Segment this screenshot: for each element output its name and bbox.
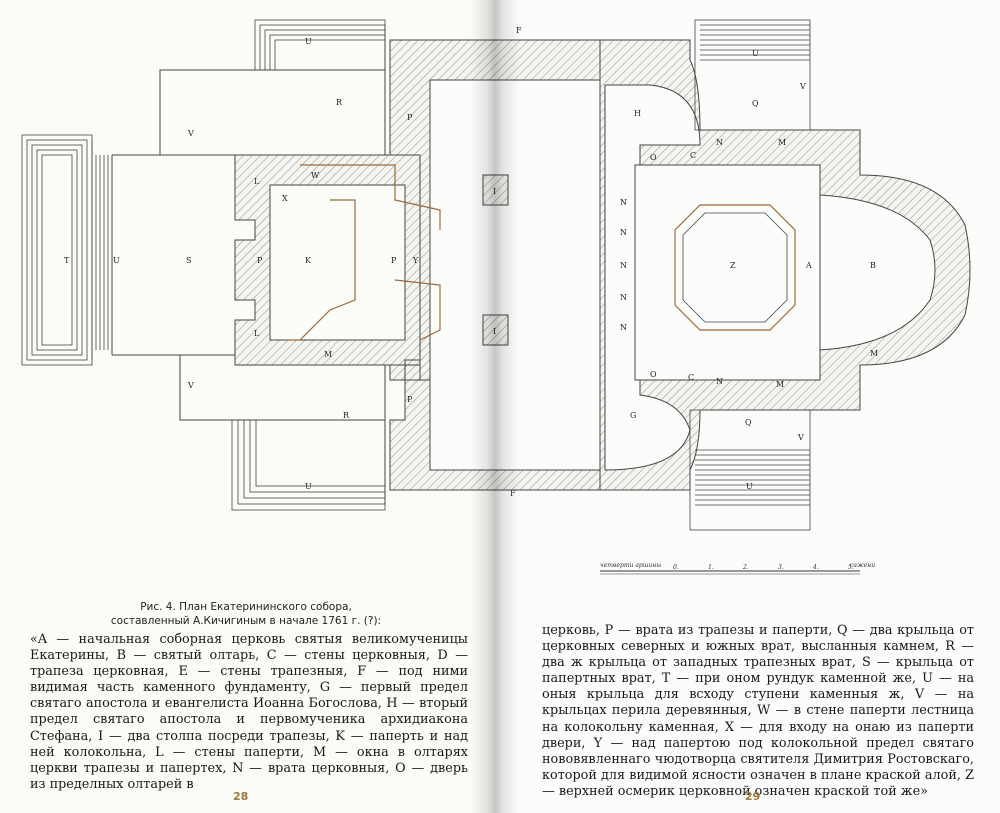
label-F-north: F: [516, 26, 522, 35]
scale-tick-0: 0.: [673, 564, 679, 571]
label-I-south: I: [493, 327, 496, 336]
label-M-south: M: [776, 380, 784, 389]
pillars: [482, 174, 509, 346]
label-N-south: N: [716, 377, 723, 386]
label-P-porch-east: Ρ: [391, 256, 397, 265]
label-W: W: [311, 171, 320, 180]
legend-text-right: церковь, Ρ — врата из трапезы и паперти,…: [542, 623, 974, 799]
scale-tick-5: 5.: [848, 564, 854, 571]
label-G: G: [630, 411, 636, 420]
label-N-north: N: [716, 138, 723, 147]
refectory-interior: [429, 79, 601, 471]
label-Y: Y: [412, 256, 419, 265]
label-U-west: U: [113, 256, 120, 265]
red-overlay-lines: [285, 164, 441, 341]
label-U-southeast: U: [746, 482, 753, 491]
label-A: A: [805, 261, 812, 270]
label-X: X: [282, 194, 288, 203]
page-number-right: 29: [745, 790, 761, 803]
label-L-north: L: [254, 177, 260, 186]
label-N-west-4: N: [620, 293, 627, 302]
steps-south: [231, 419, 386, 511]
label-Q-south: Q: [745, 418, 752, 427]
label-C-north: C: [690, 151, 696, 160]
label-N-west-3: N: [620, 261, 627, 270]
label-F-south: F: [510, 489, 516, 498]
label-O-north: O: [650, 153, 657, 162]
label-N-west-1: N: [620, 198, 627, 207]
caption-line-1: Рис. 4. План Екатерининского собора,: [140, 601, 352, 613]
scale-left-label: четверти аршины: [600, 562, 661, 569]
label-S: S: [186, 256, 191, 265]
label-V-northeast: V: [799, 82, 806, 91]
label-U-south: U: [305, 482, 312, 491]
label-B: B: [870, 261, 876, 270]
scale-bar: четверти аршины сажени 0. 1. 2. 3. 4. 5.: [600, 562, 875, 575]
label-U-northeast: U: [752, 49, 759, 58]
figure-caption: Рис. 4. План Екатерининского собора, сос…: [96, 600, 396, 628]
label-I-north: I: [493, 187, 496, 196]
label-C-south: C: [688, 373, 694, 382]
porch-outline: [111, 69, 386, 421]
label-M-porch: M: [324, 350, 332, 359]
steps-south-east: [689, 409, 811, 531]
steps-north-east: [694, 19, 811, 131]
label-K: K: [305, 256, 312, 265]
cathedral-floor-plan: T U S K Y R R U U V V L L W X M Ρ Ρ Ρ Ρ …: [21, 19, 971, 531]
porch-steps-west: [21, 134, 109, 366]
label-U-north: U: [305, 37, 312, 46]
scale-right-label: сажени: [850, 562, 875, 569]
caption-line-2: составленный А.Кичигиным в начале 1761 г…: [110, 615, 382, 627]
plan-letter-labels: T U S K Y R R U U V V L L W X M Ρ Ρ Ρ Ρ …: [64, 26, 878, 498]
label-R-north: R: [336, 98, 343, 107]
scale-tick-4: 4.: [812, 564, 819, 571]
label-H: H: [634, 109, 641, 118]
label-M-east: M: [870, 349, 878, 358]
steps-north: [254, 19, 386, 71]
label-R-south: R: [343, 411, 350, 420]
church-interior: [604, 84, 936, 471]
label-V-north: V: [187, 129, 194, 138]
octagon-z: [674, 204, 796, 331]
scale-tick-1: 1.: [708, 564, 714, 571]
label-T: T: [64, 256, 70, 265]
label-L-south: L: [254, 329, 260, 338]
label-V-south: V: [187, 381, 194, 390]
label-P-north: Ρ: [407, 113, 413, 122]
legend-text-left: «A — начальная соборная церковь святыя в…: [30, 632, 468, 792]
label-V-southeast: V: [797, 433, 804, 442]
label-N-west-5: N: [620, 323, 627, 332]
label-Q-north: Q: [752, 99, 759, 108]
label-O-south: O: [650, 370, 657, 379]
page-number-left: 28: [233, 790, 249, 803]
label-Z: Z: [730, 261, 736, 270]
scale-tick-3: 3.: [778, 564, 784, 571]
refectory-walls: [234, 39, 601, 491]
scale-tick-2: 2.: [742, 564, 749, 571]
label-P-porch-west: Ρ: [257, 256, 263, 265]
label-P-south: Ρ: [407, 395, 413, 404]
label-N-west-2: N: [620, 228, 627, 237]
label-M-north: M: [778, 138, 786, 147]
